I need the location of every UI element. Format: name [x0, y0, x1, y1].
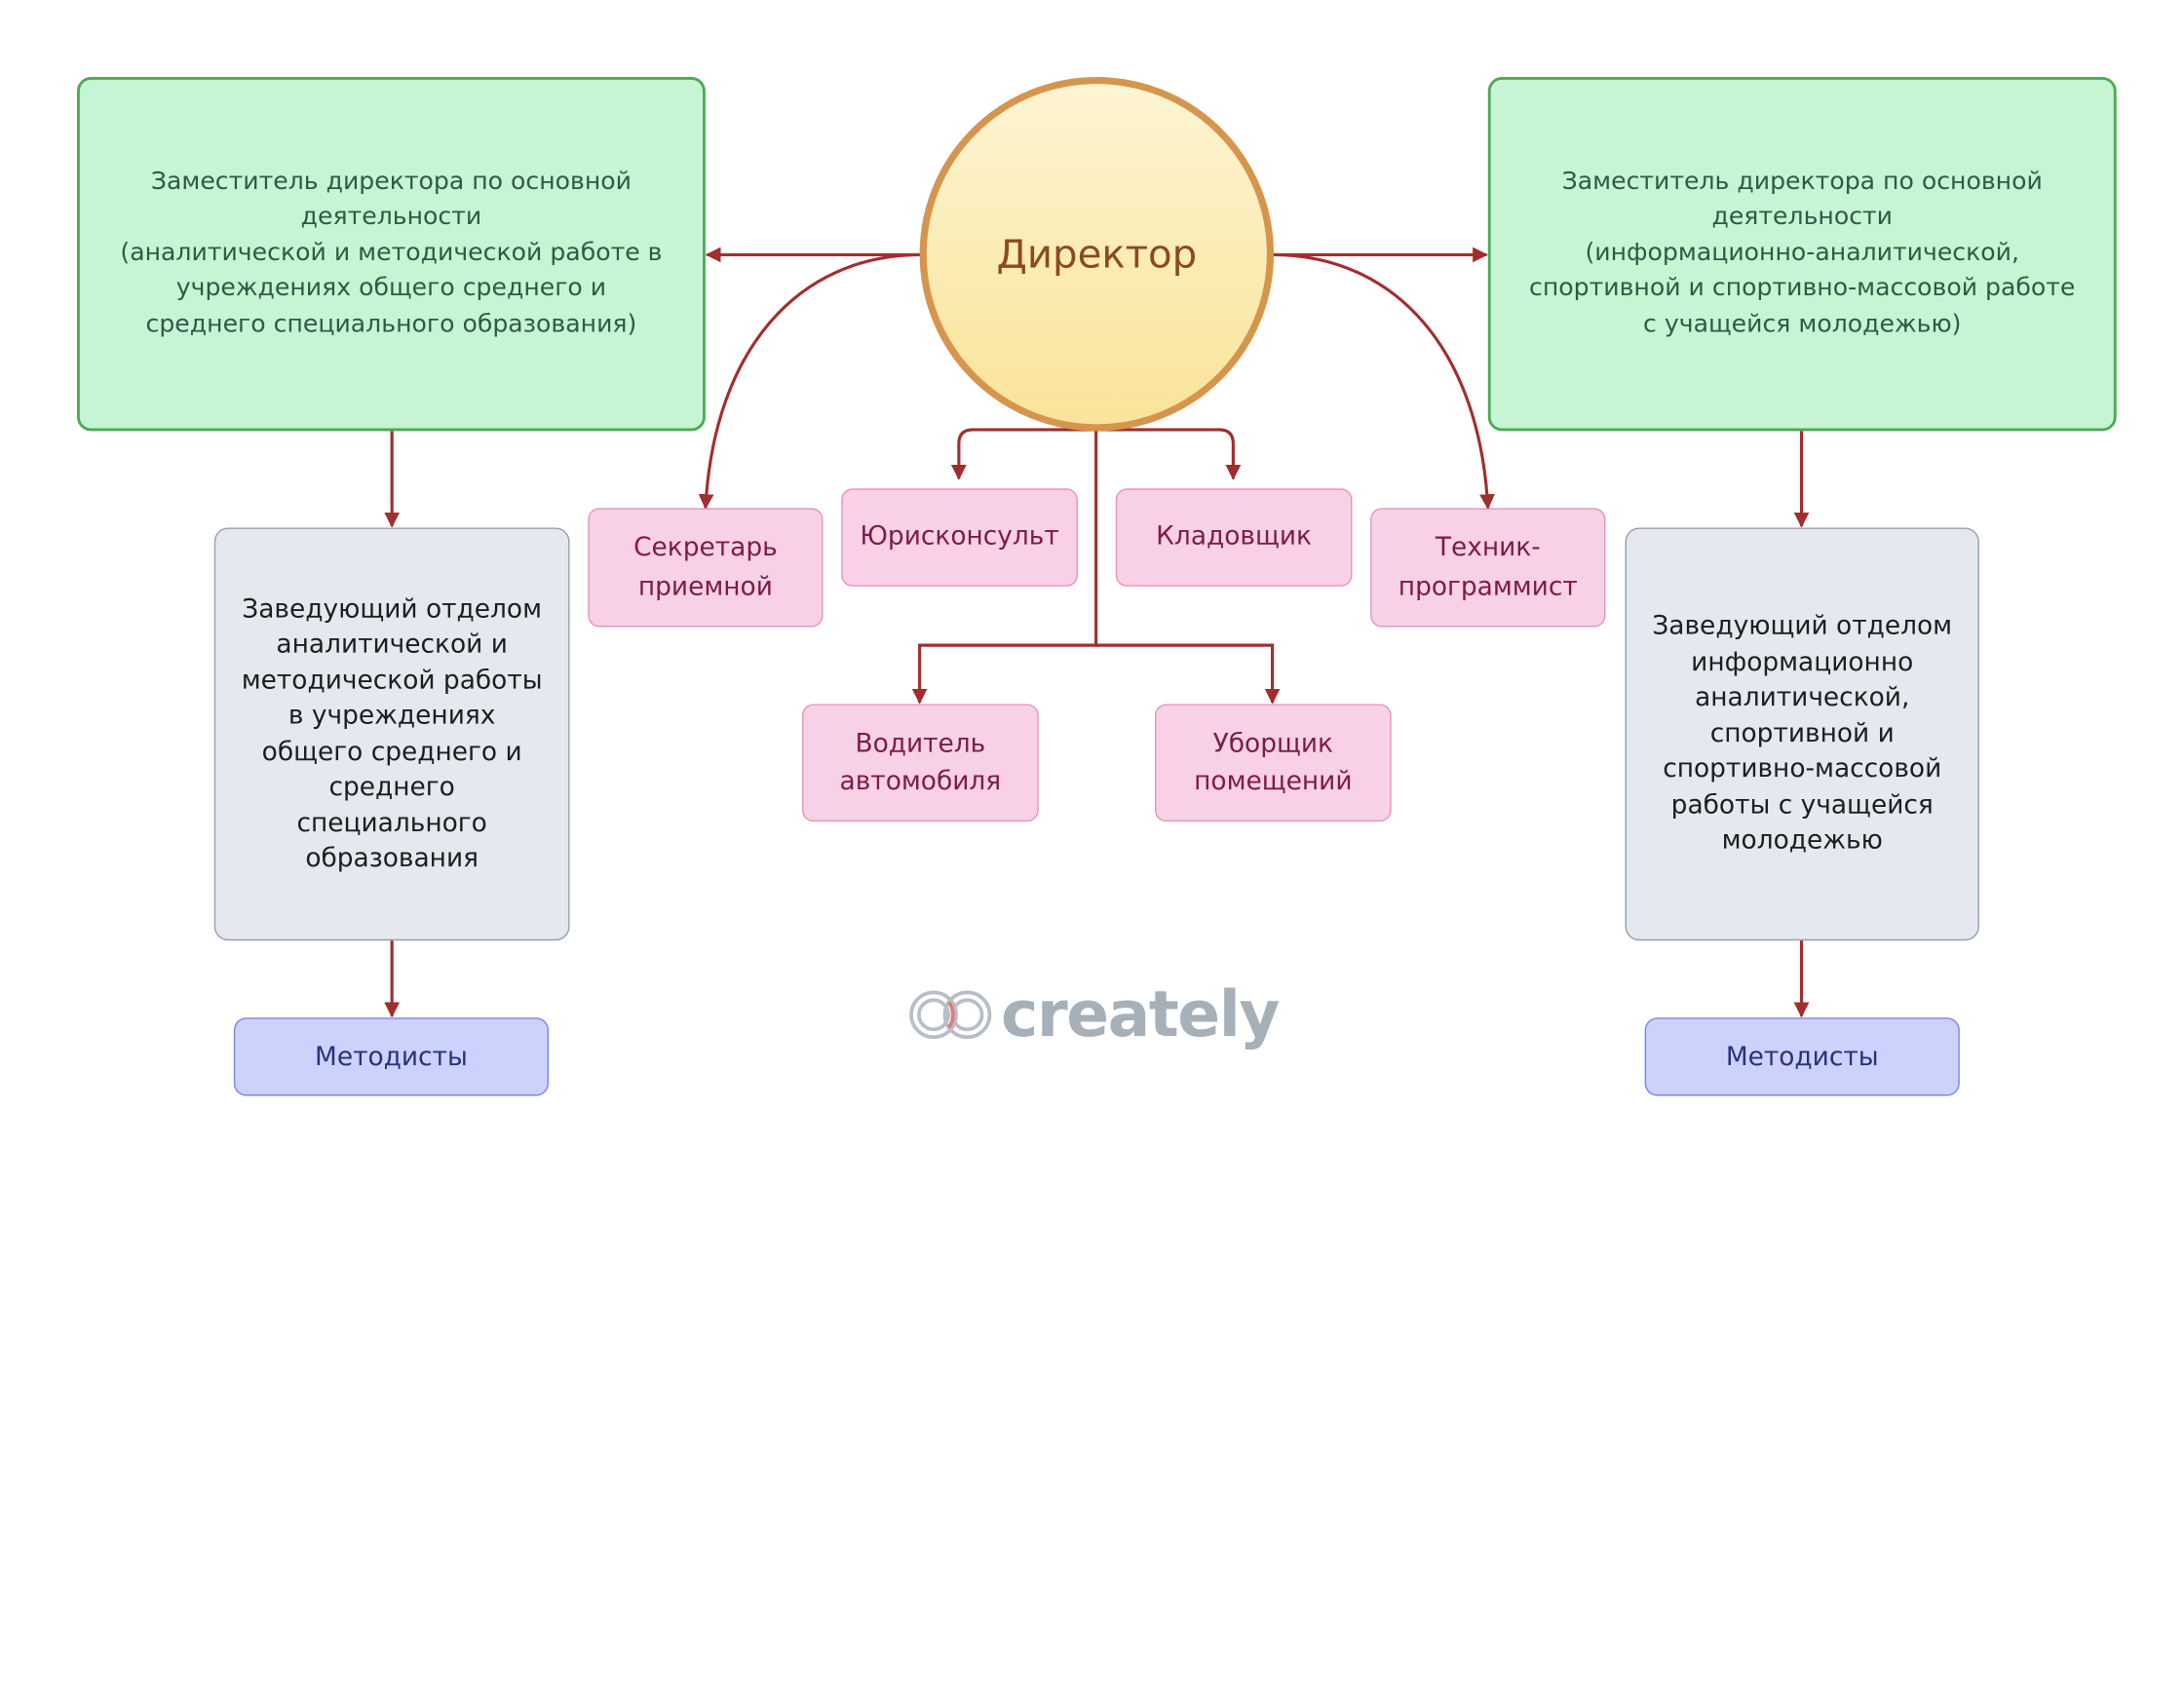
- storekeeper-box: Кладовщик: [1115, 488, 1353, 587]
- head-analytical-department-box: Заведующий отделом аналитической и метод…: [213, 527, 570, 941]
- cleaner-box: Уборщик помещений: [1154, 704, 1392, 822]
- arrow-director-to-cleaner: [1095, 643, 1281, 705]
- arrow-director-to-technician: [1272, 252, 1495, 510]
- methodists-right-box: Методисты: [1644, 1017, 1960, 1096]
- technician-programmer-box: Техник- программист: [1370, 508, 1606, 628]
- deputy-director-information-box: Заместитель директора по основной деятел…: [1487, 76, 2117, 432]
- head-information-department-box: Заведующий отделом информационно аналити…: [1625, 527, 1979, 941]
- creately-logo-icon: [909, 990, 992, 1040]
- arrow-director-to-storekeeper: [1095, 428, 1242, 480]
- methodists-left-box: Методисты: [233, 1017, 550, 1096]
- creately-wordmark: creately: [1000, 976, 1281, 1051]
- lawyer-box: Юрисконсульт: [841, 488, 1078, 587]
- director-circle: Директор: [919, 76, 1275, 432]
- deputy-director-analytical-box: Заместитель директора по основной деятел…: [76, 76, 706, 432]
- arrow-director-to-secretary: [698, 252, 922, 510]
- secretary-box: Секретарь приемной: [588, 508, 824, 628]
- connector-layer: [384, 247, 1810, 1018]
- arrow-director-to-driver: [911, 429, 1098, 705]
- arrow-director-to-lawyer: [950, 428, 1096, 480]
- creately-watermark: creately: [905, 976, 1281, 1051]
- driver-box: Водитель автомобиля: [801, 704, 1039, 822]
